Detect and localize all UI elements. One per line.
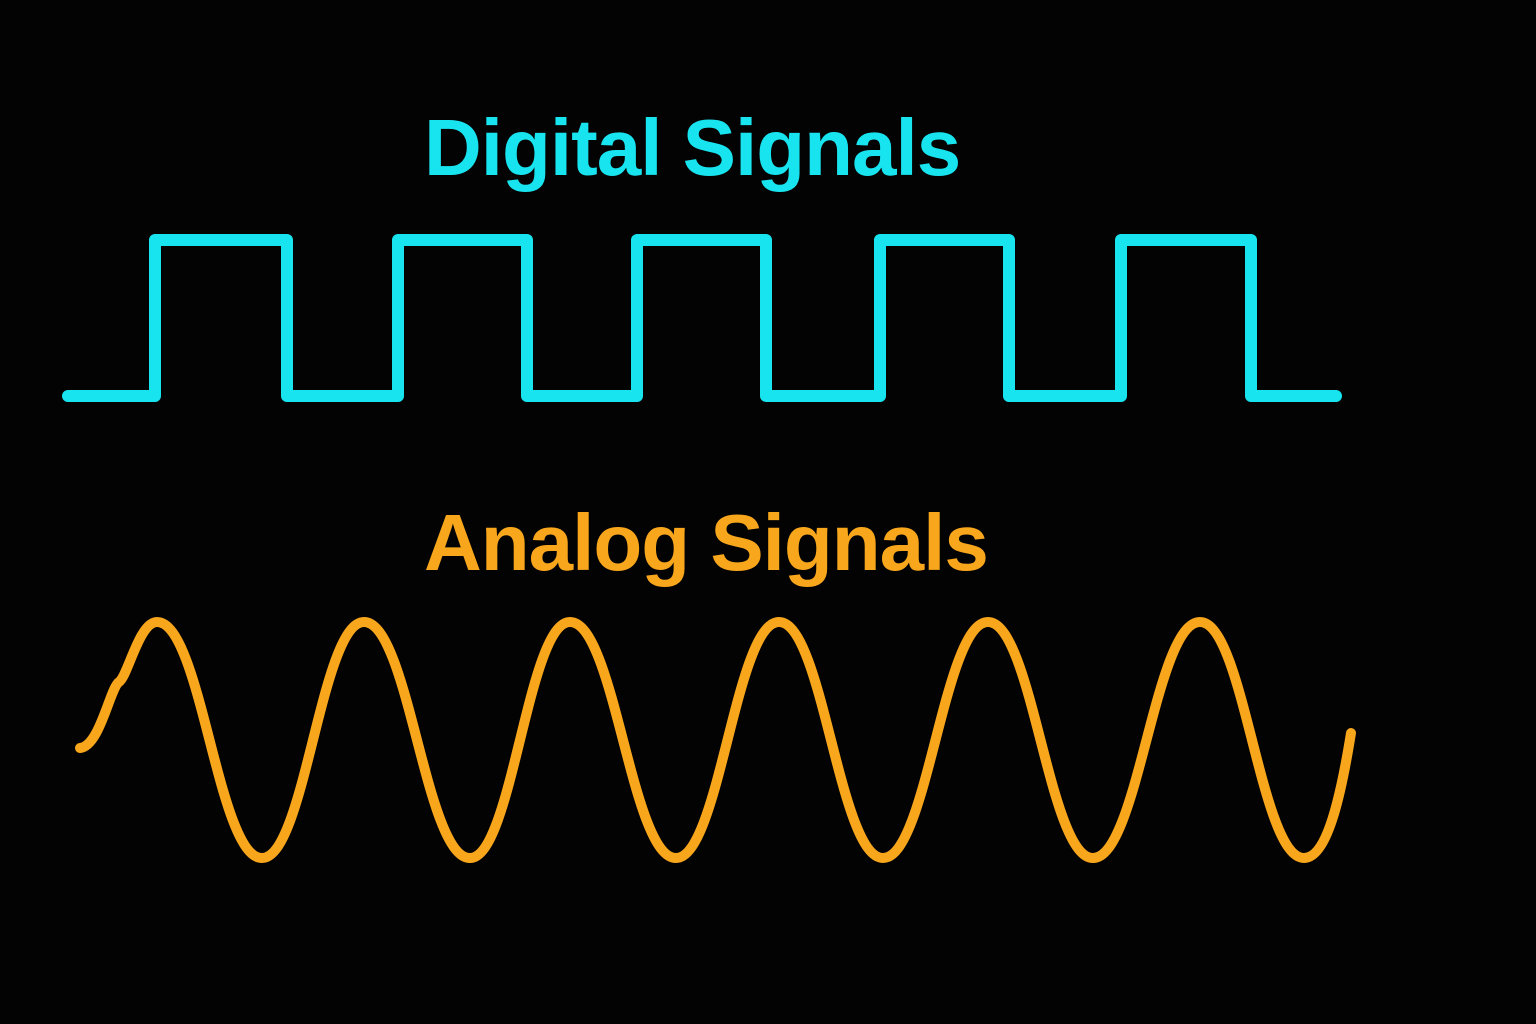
analog-signals-title: Analog Signals <box>424 498 989 587</box>
digital-signals-title: Digital Signals <box>424 103 961 192</box>
digital-square-wave <box>62 234 1342 402</box>
analog-sine-wave <box>75 617 1356 863</box>
